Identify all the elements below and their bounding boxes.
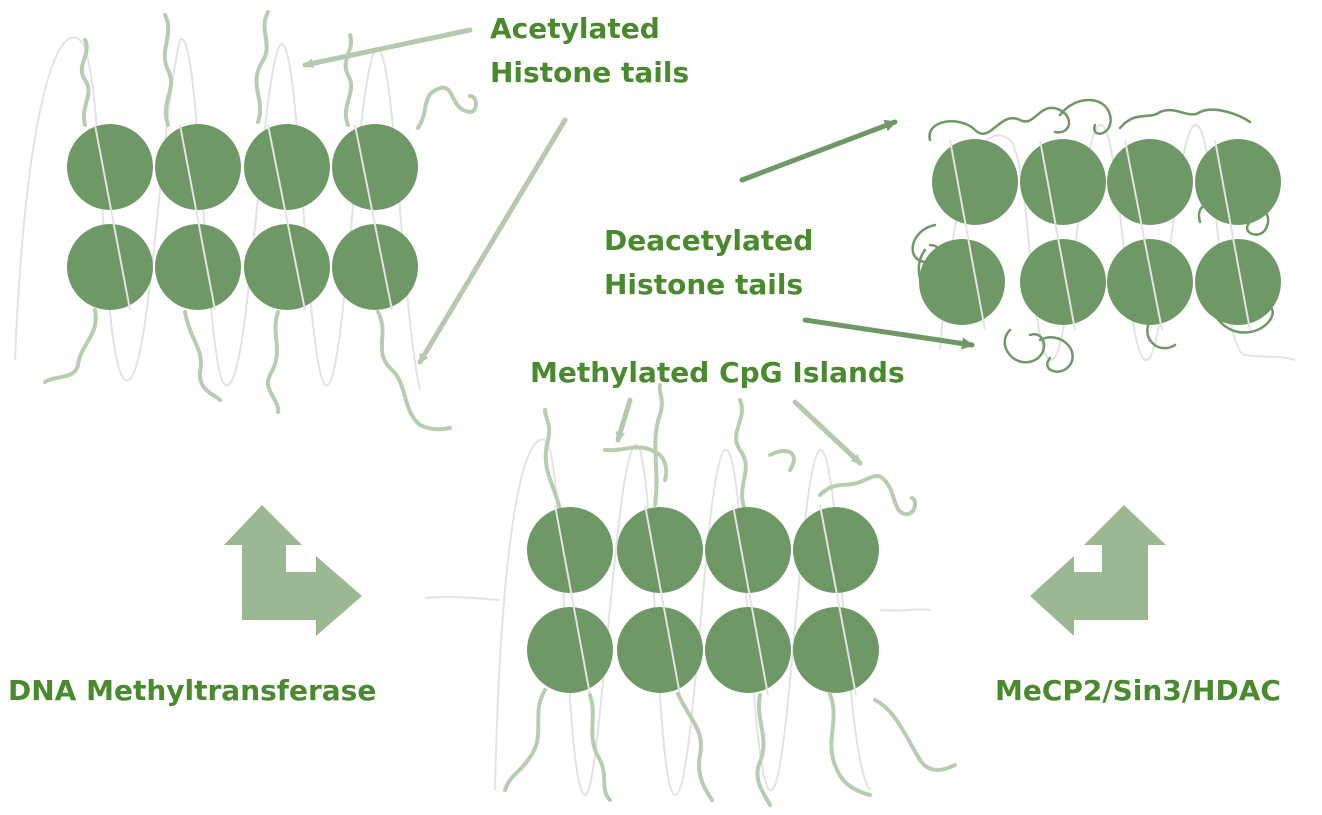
nucleosome bbox=[155, 224, 241, 310]
nucleosome bbox=[67, 124, 153, 210]
nucleosome bbox=[793, 507, 879, 593]
nucleosome bbox=[617, 607, 703, 693]
nucleosome bbox=[705, 507, 791, 593]
transition-arrow-right bbox=[1030, 505, 1166, 636]
arrow-to-cpg-right bbox=[795, 402, 860, 463]
arrow-to-bottom-tails bbox=[420, 120, 565, 362]
nucleosome bbox=[919, 239, 1005, 325]
nucleosome bbox=[1107, 139, 1193, 225]
methylated-chromatin-group bbox=[425, 385, 955, 805]
histone-tails-top-methylated bbox=[545, 385, 915, 514]
nucleosomes-deacetylated bbox=[919, 139, 1281, 325]
histone-tails-top-acetylated bbox=[82, 12, 476, 128]
arrow-to-condensed-bottom bbox=[805, 320, 972, 345]
nucleosomes-acetylated bbox=[67, 124, 418, 310]
nucleosome bbox=[155, 124, 241, 210]
nucleosome bbox=[1020, 139, 1106, 225]
nucleosome bbox=[617, 507, 703, 593]
label-mecp2-complex: MeCP2/Sin3/HDAC bbox=[995, 674, 1281, 707]
transition-arrow-left bbox=[224, 505, 362, 636]
nucleosome bbox=[527, 607, 613, 693]
arrow-to-cpg-left bbox=[618, 400, 630, 440]
label-acetylated-line1: Acetylated bbox=[490, 12, 660, 45]
dna-extension-left bbox=[425, 597, 500, 600]
dna-extension-right bbox=[880, 609, 930, 610]
arrow-to-condensed-top bbox=[742, 122, 895, 180]
label-deacetylated-line2: Histone tails bbox=[604, 268, 803, 301]
label-acetylated-line2: Histone tails bbox=[490, 56, 689, 89]
nucleosome bbox=[1107, 239, 1193, 325]
arrow-to-top-tails bbox=[305, 30, 470, 65]
acetylated-chromatin-group bbox=[15, 12, 476, 429]
nucleosome bbox=[793, 607, 879, 693]
nucleosome bbox=[67, 224, 153, 310]
deacetylated-chromatin-group bbox=[913, 100, 1295, 372]
histone-tails-bottom-methylated bbox=[505, 690, 955, 805]
nucleosome bbox=[244, 124, 330, 210]
nucleosome bbox=[332, 224, 418, 310]
histone-tails-bottom-acetylated bbox=[45, 310, 450, 429]
nucleosome bbox=[332, 124, 418, 210]
nucleosome bbox=[1195, 239, 1281, 325]
nucleosome bbox=[244, 224, 330, 310]
label-methylated-cpg: Methylated CpG Islands bbox=[530, 356, 905, 389]
nucleosome bbox=[527, 507, 613, 593]
nucleosome bbox=[1020, 239, 1106, 325]
nucleosome bbox=[1195, 139, 1281, 225]
dna-strand-acetylated bbox=[15, 38, 420, 390]
label-deacetylated-line1: Deacetylated bbox=[604, 224, 813, 257]
label-dna-methyltransferase: DNA Methyltransferase bbox=[8, 674, 376, 707]
nucleosome bbox=[705, 607, 791, 693]
